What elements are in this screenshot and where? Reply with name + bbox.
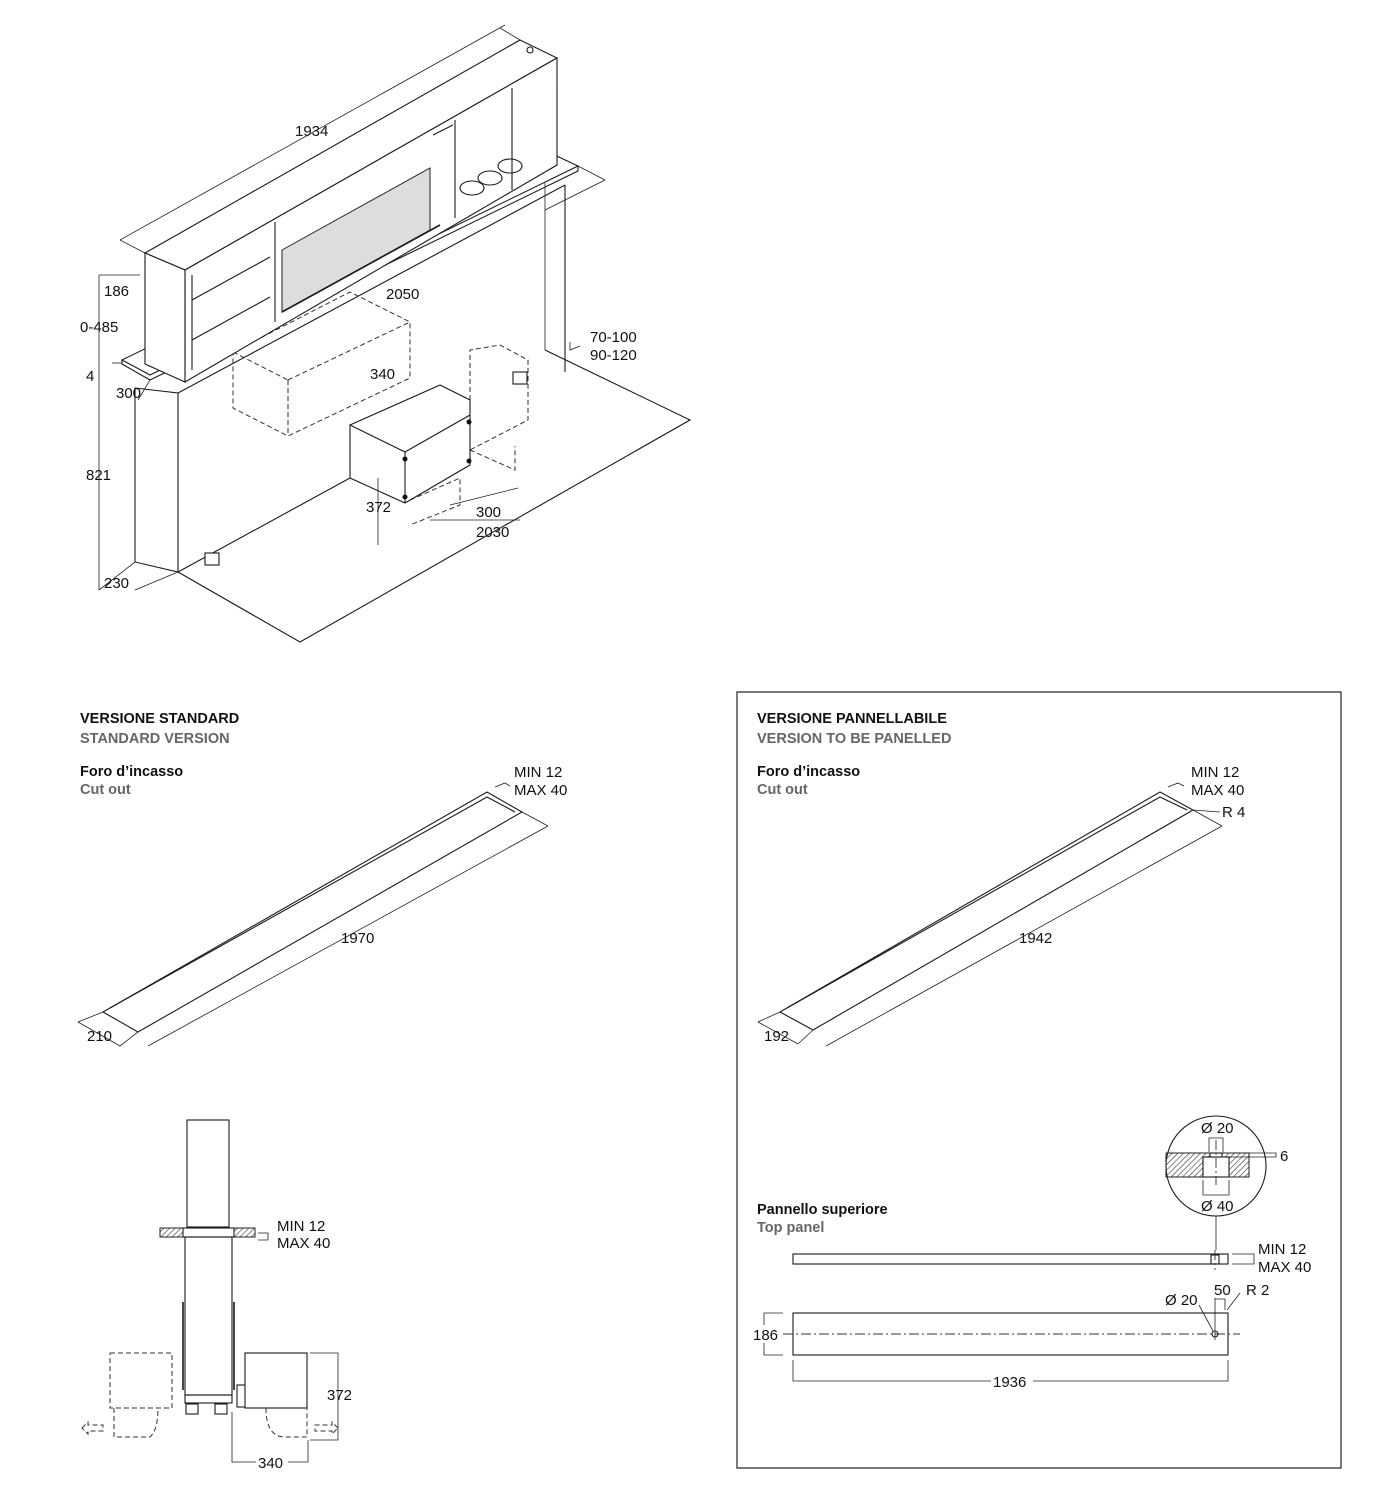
dim-max: MAX 40 <box>1191 782 1244 799</box>
foot <box>204 552 220 566</box>
cutout-subtitle: Cut out <box>80 782 131 798</box>
dim-340: 340 <box>258 1455 283 1472</box>
top-panel-drawing: MIN 12 MAX 40 186 Ø 20 50 R 2 1936 <box>752 1241 1311 1391</box>
dim-d40: Ø 40 <box>1201 1198 1234 1215</box>
cutout-subtitle: Cut out <box>757 782 808 798</box>
cutout-drawing: MIN 12 MAX 40 1970 210 <box>77 764 567 1047</box>
dim-d20: Ø 20 <box>1201 1120 1234 1137</box>
section-title: VERSIONE PANNELLABILE <box>757 711 947 727</box>
foot <box>214 1403 228 1415</box>
isometric-dimensions: 1934 186 0-485 2050 70-100 90-120 340 4 … <box>80 123 637 592</box>
panel-side-view <box>792 1253 1229 1265</box>
dim-width: 192 <box>764 1028 789 1045</box>
body <box>184 1236 233 1396</box>
dim-length: 1942 <box>1019 930 1052 947</box>
panel-title: Pannello superiore <box>757 1202 888 1218</box>
cutout-drawing: MIN 12 MAX 40 R 4 1942 192 <box>757 764 1245 1047</box>
section-subtitle: VERSION TO BE PANELLED <box>757 731 951 747</box>
dim-depth: 6 <box>1280 1148 1288 1165</box>
side-view-drawing: MIN 12 MAX 40 372 340 <box>81 1119 352 1472</box>
standard-version-section: VERSIONE STANDARD STANDARD VERSION Foro … <box>77 711 567 1472</box>
exhaust-arrow-left-icon <box>81 1420 104 1436</box>
dim-min: MIN 12 <box>514 764 562 781</box>
dim-travel: 0-485 <box>80 319 118 336</box>
panelled-version-section: VERSIONE PANNELLABILE VERSION TO BE PANE… <box>736 691 1342 1469</box>
dim-300: 300 <box>116 385 141 402</box>
hood-side <box>144 252 186 383</box>
dim-821: 821 <box>86 467 111 484</box>
isometric-view: 1934 186 0-485 2050 70-100 90-120 340 4 … <box>80 24 692 643</box>
ghost-motor-left <box>232 291 411 437</box>
dim-186: 186 <box>753 1327 778 1344</box>
dim-4: 4 <box>86 368 94 385</box>
dim-70-100: 70-100 <box>590 329 637 346</box>
section-frame <box>736 691 1342 1469</box>
panel-subtitle: Top panel <box>757 1220 824 1236</box>
dim-1934: 1934 <box>295 123 328 140</box>
dim-2050: 2050 <box>386 286 419 303</box>
dim-50: 50 <box>1214 1282 1231 1299</box>
foot <box>185 1403 199 1415</box>
dim-230: 230 <box>104 575 129 592</box>
dim-max: MAX 40 <box>514 782 567 799</box>
dim-90-120: 90-120 <box>590 347 637 364</box>
dim-width: 210 <box>87 1028 112 1045</box>
ghost-motor-right <box>469 344 529 451</box>
dim-2030: 2030 <box>476 524 509 541</box>
motor-box <box>349 384 471 504</box>
body-side <box>134 387 179 573</box>
dim-max: MAX 40 <box>277 1235 330 1252</box>
section-subtitle: STANDARD VERSION <box>80 731 230 747</box>
motor-box <box>244 1352 308 1409</box>
dim-r2: R 2 <box>1246 1282 1269 1299</box>
foot <box>512 371 528 385</box>
dim-radius: R 4 <box>1222 804 1245 821</box>
dim-hole-diameter: Ø 20 <box>1165 1292 1198 1309</box>
dim-340: 340 <box>370 366 395 383</box>
dim-length: 1970 <box>341 930 374 947</box>
exhaust-arrow-right-icon <box>314 1420 339 1436</box>
dim-186: 186 <box>104 283 129 300</box>
hole-detail: Ø 20 Ø 40 6 <box>1165 1115 1288 1250</box>
cutout-title: Foro d’incasso <box>757 764 860 780</box>
dim-372: 372 <box>366 499 391 516</box>
dim-max: MAX 40 <box>1258 1259 1311 1276</box>
dim-min: MIN 12 <box>277 1218 325 1235</box>
dim-motor-depth: 300 <box>476 504 501 521</box>
ghost-motor <box>109 1352 173 1409</box>
hood-column <box>186 1119 230 1228</box>
section-title: VERSIONE STANDARD <box>80 711 239 727</box>
dim-min: MIN 12 <box>1258 1241 1306 1258</box>
dim-min: MIN 12 <box>1191 764 1239 781</box>
cutout-title: Foro d’incasso <box>80 764 183 780</box>
dim-372: 372 <box>327 1387 352 1404</box>
floor-outline <box>177 349 692 643</box>
dim-1936: 1936 <box>993 1374 1026 1391</box>
filter-rings <box>459 158 523 196</box>
